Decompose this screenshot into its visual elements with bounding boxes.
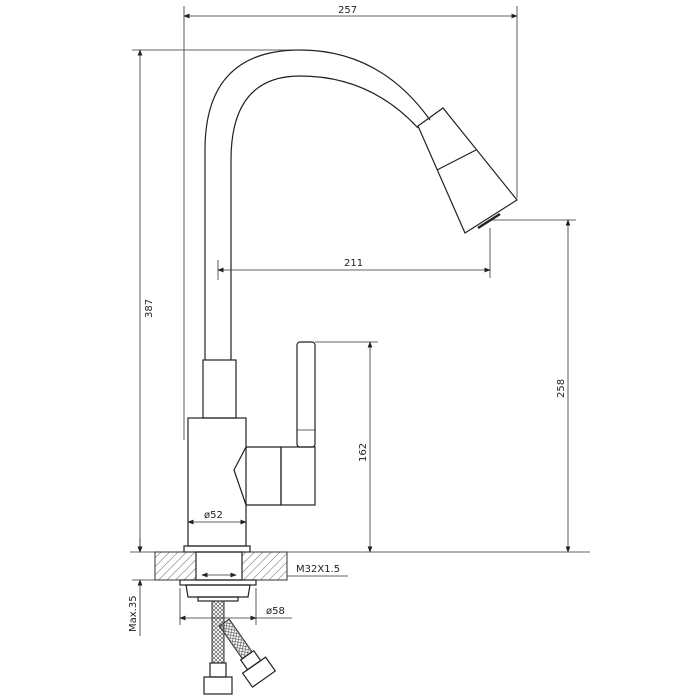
spout-height-label: 258 xyxy=(556,379,567,398)
overall-width-label: 257 xyxy=(338,5,357,16)
thread-label: M32X1.5 xyxy=(296,564,340,575)
overall-height-label: 387 xyxy=(144,299,155,318)
handle-height-label: 162 xyxy=(358,443,369,462)
spout-reach-label: 211 xyxy=(344,258,363,269)
countertop xyxy=(130,551,590,602)
base-diameter-label: ø58 xyxy=(266,606,285,617)
spray-head xyxy=(417,107,518,234)
dimension-lines xyxy=(132,6,576,636)
spout xyxy=(204,49,431,360)
max-thickness-label: Max.35 xyxy=(128,595,139,632)
supply-hoses xyxy=(203,600,277,695)
faucet-body xyxy=(183,359,282,553)
handle xyxy=(280,341,316,506)
body-diameter-label: ø52 xyxy=(204,510,223,521)
